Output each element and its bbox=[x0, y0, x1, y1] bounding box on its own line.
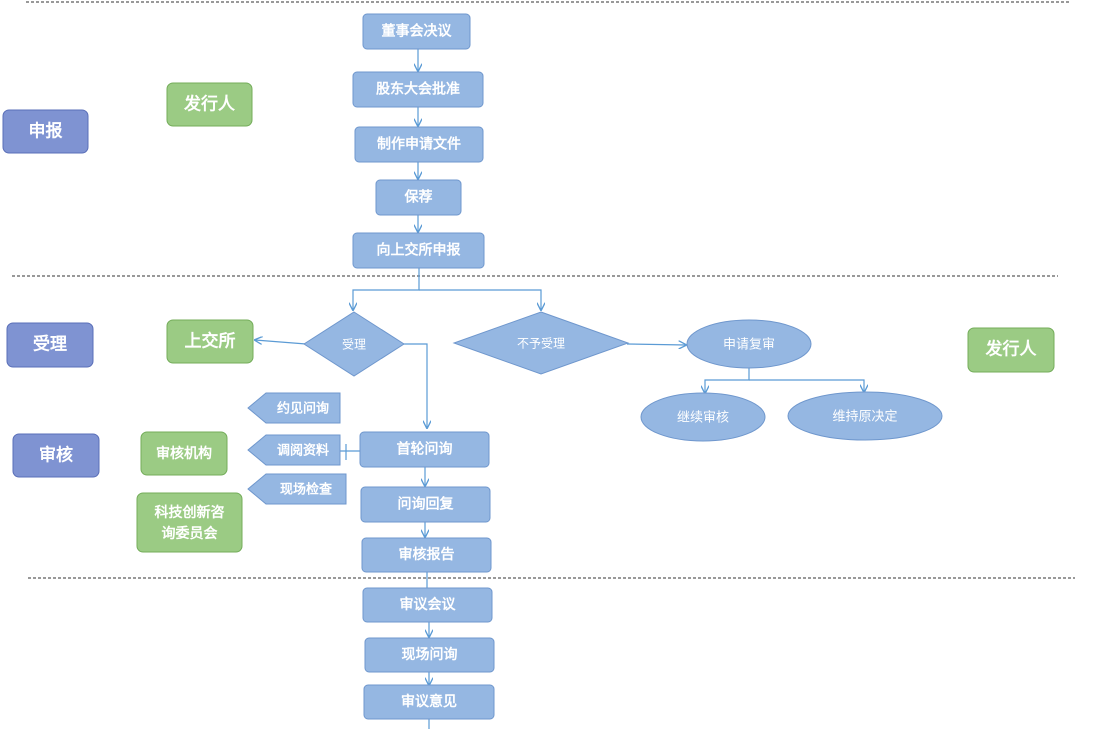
step-review-meeting: 审议会议 bbox=[362, 587, 493, 623]
svg-text:发行人: 发行人 bbox=[183, 94, 236, 115]
method-onsite-check: 现场检查 bbox=[247, 473, 347, 505]
svg-text:约见问询: 约见问询 bbox=[277, 401, 329, 417]
outcome-keep-decision: 维持原决定 bbox=[787, 391, 943, 441]
role-review-org: 审核机构 bbox=[140, 431, 228, 476]
svg-text:现场问询: 现场问询 bbox=[402, 646, 458, 663]
svg-text:制作申请文件: 制作申请文件 bbox=[377, 136, 461, 153]
step-first-inquiry: 首轮问询 bbox=[359, 431, 490, 468]
svg-text:申请复审: 申请复审 bbox=[723, 338, 775, 353]
svg-text:继续审核: 继续审核 bbox=[677, 411, 729, 426]
svg-text:发行人: 发行人 bbox=[985, 339, 1038, 360]
step-inquiry-reply: 问询回复 bbox=[360, 486, 491, 523]
svg-text:保荐: 保荐 bbox=[404, 189, 433, 206]
step-prepare-documents: 制作申请文件 bbox=[354, 126, 484, 163]
svg-text:审议意见: 审议意见 bbox=[401, 693, 457, 710]
svg-text:现场检查: 现场检查 bbox=[280, 482, 333, 498]
decision-accept: 受理 bbox=[303, 311, 405, 377]
svg-text:首轮问询: 首轮问询 bbox=[397, 441, 453, 458]
step-review-opinion: 审议意见 bbox=[363, 684, 495, 720]
arrow-reject-to-recheck bbox=[626, 344, 686, 345]
arrow-submit-to-reject bbox=[419, 289, 541, 310]
svg-text:受理: 受理 bbox=[342, 338, 366, 352]
outcome-continue-review: 继续审核 bbox=[640, 392, 766, 442]
role-issuer-top: 发行人 bbox=[166, 82, 253, 127]
svg-text:董事会决议: 董事会决议 bbox=[382, 23, 453, 40]
svg-text:维持原决定: 维持原决定 bbox=[832, 410, 897, 425]
role-exchange: 上交所 bbox=[166, 319, 254, 364]
connectors bbox=[255, 49, 864, 729]
method-interview: 约见问询 bbox=[247, 392, 341, 424]
method-review-docs: 调阅资料 bbox=[247, 434, 341, 466]
arrow-accept-to-exchange bbox=[255, 340, 307, 344]
stage-accept: 受理 bbox=[6, 322, 94, 368]
svg-text:询委员会: 询委员会 bbox=[162, 525, 219, 542]
svg-text:调阅资料: 调阅资料 bbox=[277, 443, 329, 459]
arrow-submit-to-decisions bbox=[353, 268, 420, 310]
step-board-resolution: 董事会决议 bbox=[362, 13, 471, 50]
svg-text:股东大会批准: 股东大会批准 bbox=[376, 81, 460, 98]
svg-text:申报: 申报 bbox=[29, 121, 63, 142]
step-shareholders-approval: 股东大会批准 bbox=[352, 71, 484, 108]
arrow-recheck-to-continue bbox=[705, 368, 750, 393]
step-submit-to-exchange: 向上交所申报 bbox=[352, 232, 485, 269]
svg-text:审核: 审核 bbox=[39, 445, 73, 466]
svg-text:审核报告: 审核报告 bbox=[399, 546, 455, 563]
svg-text:向上交所申报: 向上交所申报 bbox=[377, 242, 461, 259]
decision-reject: 不予受理 bbox=[452, 311, 630, 375]
step-sponsor: 保荐 bbox=[375, 179, 462, 216]
svg-text:受理: 受理 bbox=[33, 334, 67, 355]
arrow-accept-to-first-inquiry bbox=[402, 343, 427, 428]
svg-text:审核机构: 审核机构 bbox=[156, 445, 212, 462]
svg-text:科技创新咨: 科技创新咨 bbox=[155, 504, 225, 521]
step-review-report: 审核报告 bbox=[361, 537, 492, 573]
outcome-apply-recheck: 申请复审 bbox=[686, 319, 812, 369]
svg-text:上交所: 上交所 bbox=[185, 331, 236, 352]
stage-apply: 申报 bbox=[2, 109, 89, 154]
svg-text:不予受理: 不予受理 bbox=[517, 337, 565, 351]
role-committee: 科技创新咨 询委员会 bbox=[136, 492, 243, 553]
step-onsite-inquiry: 现场问询 bbox=[364, 637, 495, 673]
arrow-recheck-to-keep bbox=[749, 379, 864, 392]
svg-text:审议会议: 审议会议 bbox=[400, 596, 457, 613]
stage-review: 审核 bbox=[12, 433, 100, 478]
role-issuer-right: 发行人 bbox=[967, 327, 1055, 373]
svg-text:问询回复: 问询回复 bbox=[398, 496, 455, 513]
